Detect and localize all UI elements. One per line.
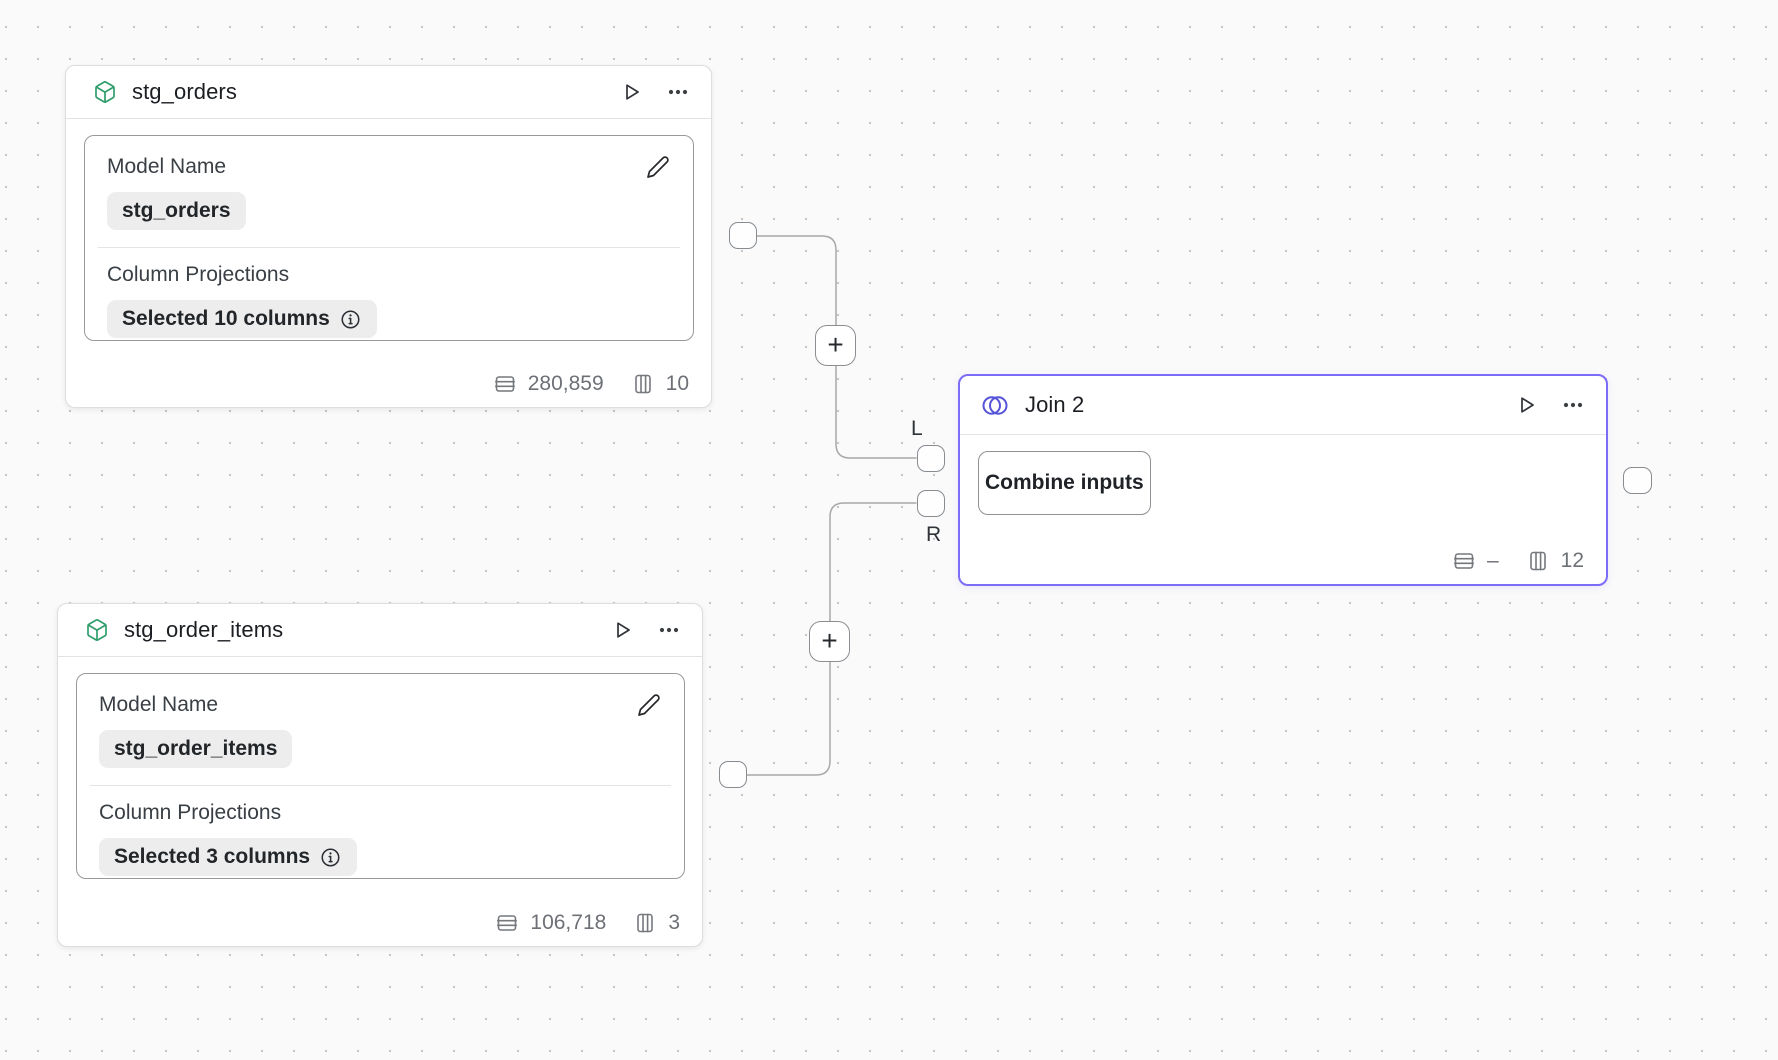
model-config-card: Model Name stg_order_items Column Projec… — [76, 673, 685, 879]
join-venn-icon — [980, 393, 1010, 418]
combine-inputs-button[interactable]: Combine inputs — [978, 451, 1151, 515]
row-count-value: – — [1486, 549, 1499, 572]
node-header: stg_order_items — [58, 604, 702, 657]
node-stg-order-items[interactable]: stg_order_items Model Name — [57, 603, 703, 947]
edge-stg-orders-to-join-left[interactable] — [756, 235, 917, 459]
model-name-value: stg_orders — [122, 199, 231, 222]
ellipsis-icon — [1563, 402, 1583, 408]
columns-icon — [637, 913, 654, 933]
pencil-icon — [638, 694, 660, 716]
edit-model-name-button[interactable] — [636, 692, 662, 718]
column-projections-label: Column Projections — [99, 801, 282, 824]
model-name-value: stg_order_items — [114, 737, 278, 760]
model-name-label: Model Name — [99, 693, 219, 716]
node-title: stg_order_items — [124, 617, 284, 642]
more-options-button[interactable] — [656, 617, 682, 643]
card-divider — [98, 247, 680, 248]
ellipsis-icon — [659, 627, 679, 633]
model-box-icon — [93, 80, 117, 104]
column-projections-value: Selected 3 columns — [114, 845, 311, 868]
pencil-icon — [647, 156, 669, 178]
rows-icon — [494, 376, 515, 392]
card-divider — [90, 785, 671, 786]
column-count-value: 10 — [665, 372, 689, 395]
stg-orders-output-port[interactable] — [729, 222, 757, 249]
row-count-stat: 280,859 — [493, 372, 604, 396]
row-count-stat: 106,718 — [495, 911, 606, 935]
column-projections-chip: Selected 3 columns — [99, 838, 358, 876]
add-step-button-top[interactable]: + — [815, 325, 856, 366]
column-count-value: 3 — [668, 911, 680, 934]
run-node-button[interactable] — [618, 79, 644, 105]
rows-icon — [1453, 553, 1474, 569]
info-icon[interactable] — [319, 846, 342, 869]
join-left-port-label: L — [911, 417, 923, 440]
node-header: stg_orders — [66, 66, 711, 119]
node-title: Join 2 — [1025, 392, 1085, 417]
node-title: stg_orders — [132, 79, 237, 104]
columns-icon — [634, 374, 651, 394]
join-output-port[interactable] — [1623, 467, 1652, 494]
more-options-button[interactable] — [1560, 392, 1586, 418]
join-left-input-port[interactable] — [917, 445, 945, 472]
model-box-icon — [85, 618, 109, 642]
edit-model-name-button[interactable] — [645, 154, 671, 180]
node-header: Join 2 — [960, 376, 1606, 435]
add-step-button-bottom[interactable]: + — [809, 621, 850, 662]
ellipsis-icon — [668, 89, 688, 95]
column-projections-chip: Selected 10 columns — [107, 300, 377, 338]
play-icon — [1521, 397, 1534, 413]
row-count-value: 106,718 — [530, 911, 607, 934]
play-icon — [626, 84, 639, 100]
stg-order-items-output-port[interactable] — [719, 761, 747, 788]
more-options-button[interactable] — [665, 79, 691, 105]
run-node-button[interactable] — [609, 617, 635, 643]
join-right-port-label: R — [926, 523, 942, 546]
row-count-stat: – — [1452, 549, 1499, 573]
model-name-label: Model Name — [107, 155, 227, 178]
column-count-stat: 10 — [631, 372, 689, 396]
model-config-card: Model Name stg_orders Column Projections… — [84, 135, 694, 341]
edge-stg-order-items-to-join-right[interactable] — [746, 502, 917, 776]
node-join-2[interactable]: Join 2 Combine inputs — [958, 374, 1608, 586]
column-count-value: 12 — [1560, 549, 1584, 572]
model-name-chip: stg_orders — [107, 192, 246, 230]
column-projections-label: Column Projections — [107, 263, 290, 286]
rows-icon — [497, 915, 518, 931]
run-node-button[interactable] — [1513, 392, 1539, 418]
node-stg-orders[interactable]: stg_orders Model Name — [65, 65, 712, 408]
column-projections-value: Selected 10 columns — [122, 307, 330, 330]
model-name-chip: stg_order_items — [99, 730, 293, 768]
info-icon[interactable] — [339, 308, 362, 331]
columns-icon — [1529, 551, 1546, 571]
column-count-stat: 3 — [633, 911, 680, 935]
plus-icon: + — [821, 624, 838, 656]
play-icon — [617, 622, 630, 638]
row-count-value: 280,859 — [527, 372, 604, 395]
join-right-input-port[interactable] — [917, 490, 945, 517]
plus-icon: + — [827, 328, 844, 360]
column-count-stat: 12 — [1526, 549, 1584, 573]
